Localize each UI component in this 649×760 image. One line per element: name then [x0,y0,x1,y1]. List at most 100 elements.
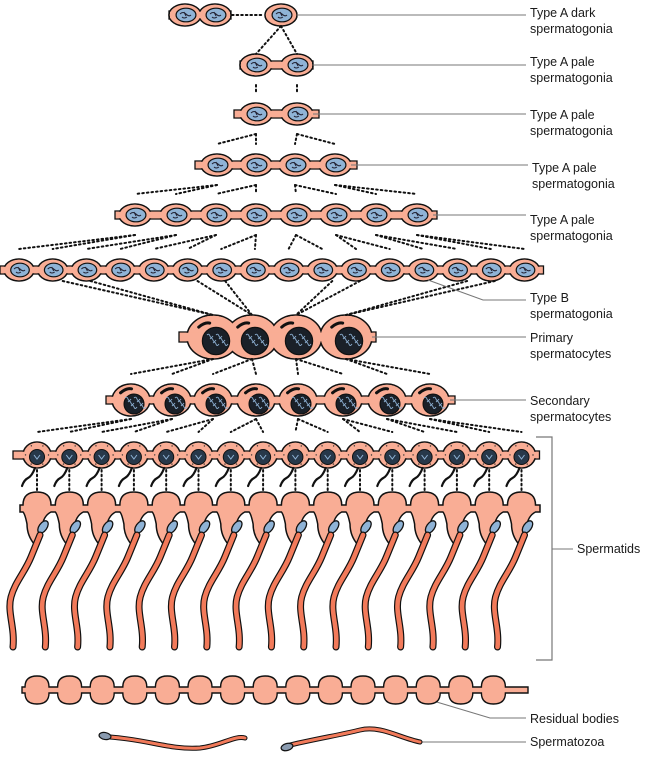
granule [250,454,253,456]
connector-dots [18,234,136,250]
granule [385,445,388,447]
granule [500,454,502,456]
connector-dots [100,418,173,433]
granule [241,454,243,456]
connector-dots [132,418,173,433]
flagellum [505,466,521,488]
chromatin [389,396,397,401]
granule [95,445,97,447]
granule [397,445,399,447]
centrosome [330,321,345,329]
granule [429,463,432,465]
granule [365,463,367,465]
chromatin [291,61,304,69]
nucleus [481,448,498,466]
connector-dots [36,418,132,433]
granule [106,463,109,465]
centrosome [331,387,346,395]
chromatin [252,400,260,405]
acrosome [130,454,138,460]
centrosome [201,387,216,395]
chromatin [218,337,226,342]
acrosome [259,454,267,460]
chromatin [342,404,350,409]
chromatin [289,161,302,169]
centrosome [160,387,175,395]
granule [159,445,162,447]
chromatin [423,396,431,401]
nucleus [384,448,401,466]
connector-dots [335,234,357,250]
flagellum [53,466,69,488]
chromatin [114,266,127,274]
chromatin [370,211,383,219]
chromatin [426,400,434,405]
granule [418,445,420,447]
early-spermatid-tails [20,466,523,493]
connector-dots [130,358,214,375]
granule [224,445,226,447]
connector-dots [186,234,217,250]
label-spermatids: Spermatids [577,542,641,556]
chromatin [206,333,214,338]
flagellum [233,532,269,650]
granule [42,463,44,465]
granule [106,445,109,447]
granule [403,454,405,456]
bridge-fill [235,110,318,118]
connector-dots [229,418,257,433]
granule [154,454,156,456]
chromatin [260,341,268,346]
nucleus [61,448,78,466]
connector-dots [85,234,177,250]
chromatin [245,333,253,338]
nucleus [240,326,270,356]
chromatin [174,396,182,401]
connector-dots [345,280,496,316]
cell-row-type-a-dark-pair [168,3,232,27]
cell-row-type-a-pale-1 [239,53,314,77]
connector-dots [216,133,257,145]
granule [332,445,335,447]
chromatin [264,404,272,409]
bridge-fill [116,211,436,219]
connector-dots [295,234,324,250]
chromatin [294,400,302,405]
granule [144,454,147,456]
chromatin [218,400,226,405]
elongating-spermatids [6,491,541,651]
granule [235,463,238,465]
granule [283,454,285,456]
chromatin [47,266,60,274]
connector-dots [253,234,257,250]
granule [300,463,302,465]
flagellum [169,532,204,650]
chromatin [339,400,347,405]
acrosome [356,454,364,460]
chromatin [451,266,464,274]
acrosome [227,454,235,460]
nucleus [158,448,175,466]
cell-row-type-a-pale-4 [114,203,438,227]
chromatin [348,400,356,405]
connector-dots [171,358,214,375]
connector-dots [175,184,218,195]
spermatozoon-tail [288,727,422,747]
connector-dots [251,358,257,375]
granule [203,445,206,447]
spermatozoon-head [98,731,112,741]
granule [209,454,211,456]
granule [482,445,485,447]
granule [494,445,496,447]
flagellum [214,466,230,488]
chromatin [330,211,343,219]
granule [526,445,529,447]
granule [256,445,259,447]
chromatin [258,396,266,401]
granule [74,463,76,465]
granule [89,454,91,456]
connector-dots [89,280,214,316]
chromatin [180,404,188,409]
